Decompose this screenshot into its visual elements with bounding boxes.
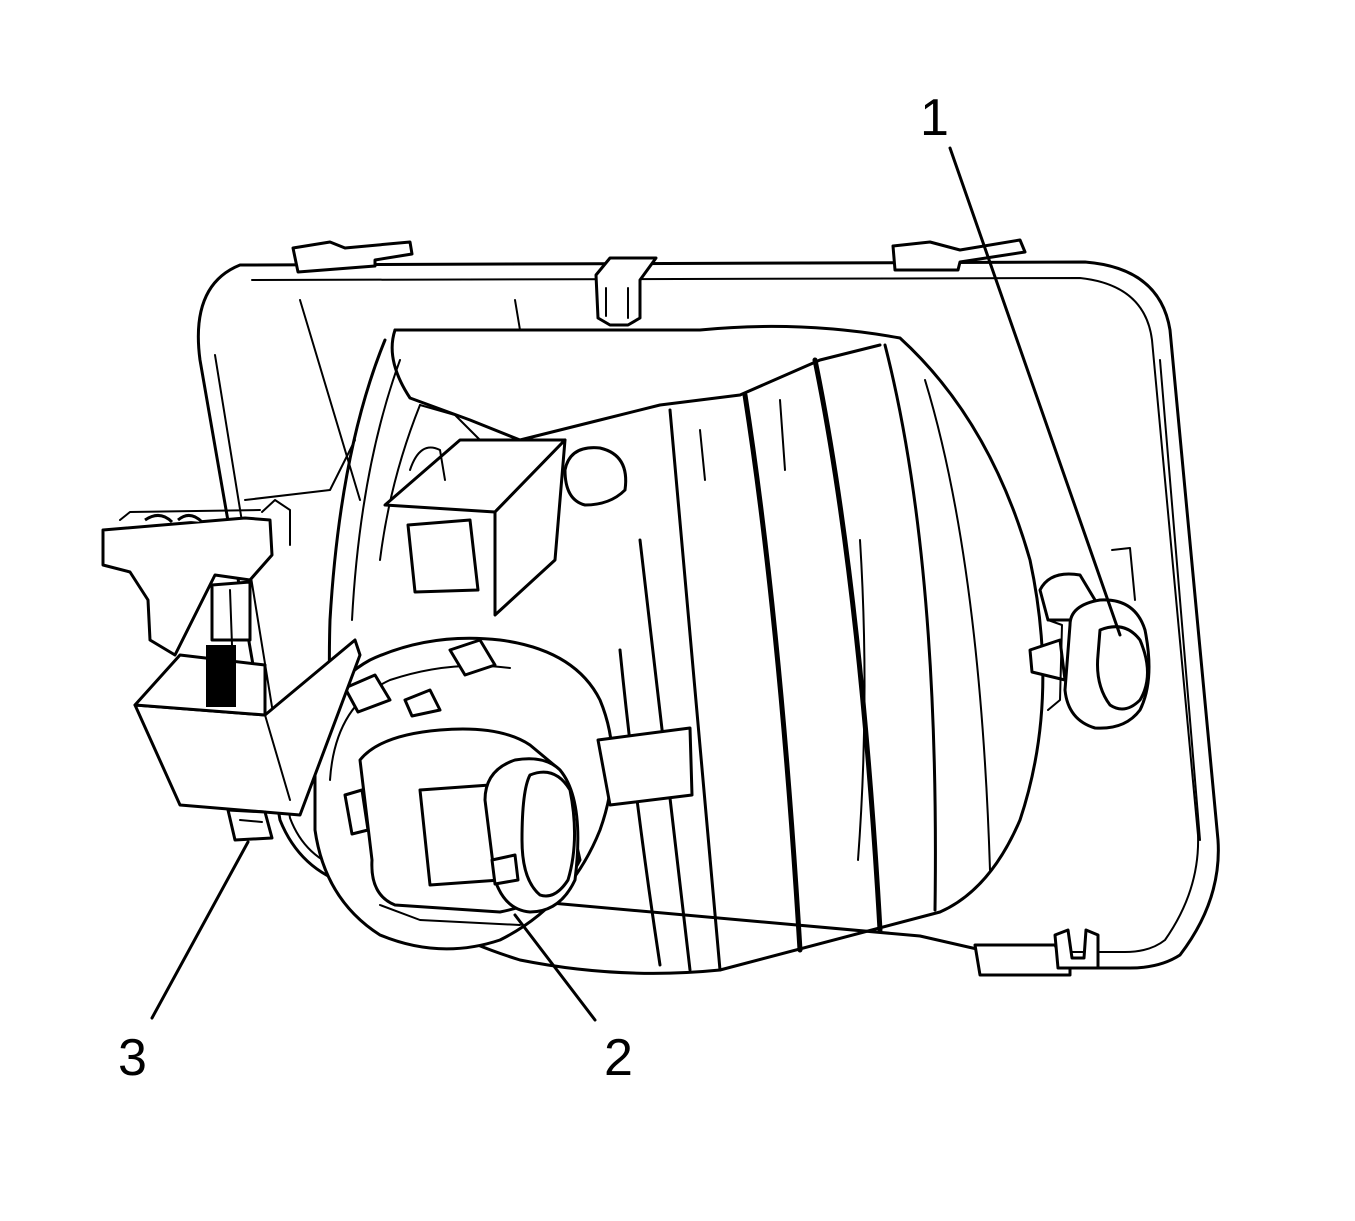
bottom-clip bbox=[973, 928, 1100, 977]
top-clip-right bbox=[891, 238, 1027, 272]
bulb-socket bbox=[358, 727, 582, 926]
top-clip-left bbox=[291, 240, 414, 274]
socket-strap bbox=[596, 726, 694, 807]
leader-line-1 bbox=[948, 146, 1122, 637]
callout-1: 1 bbox=[920, 89, 949, 147]
side-bulb-socket bbox=[1028, 547, 1151, 730]
callout-2: 2 bbox=[604, 1029, 633, 1087]
leader-line-3 bbox=[150, 840, 250, 1020]
connector-housing bbox=[101, 439, 362, 842]
adjuster-channel bbox=[383, 404, 628, 617]
leader-line-2 bbox=[513, 913, 597, 1022]
callout-3: 3 bbox=[118, 1029, 147, 1087]
leader-lines bbox=[150, 146, 1122, 1022]
adjuster-screw-thread bbox=[206, 645, 236, 707]
housing-frame bbox=[196, 260, 1220, 970]
top-clip-center bbox=[594, 256, 658, 327]
